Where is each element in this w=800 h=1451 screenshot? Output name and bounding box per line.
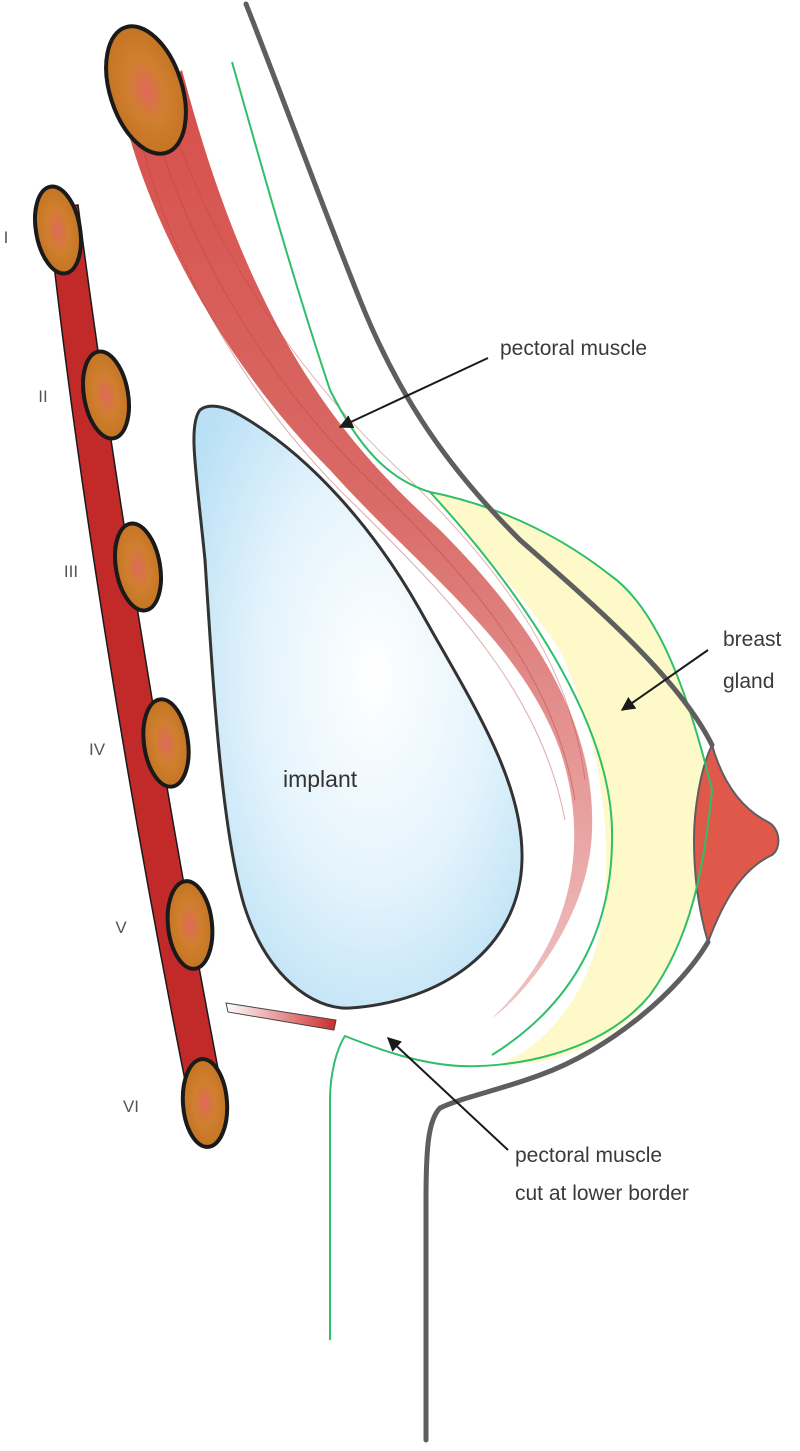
implant [192,404,524,1010]
rib-4 [141,697,191,789]
muscle-fiber-line [164,99,586,781]
rib-6 [180,1057,230,1149]
rib-2 [81,349,131,441]
rib-label-5: V [115,918,127,937]
pectoral-muscle-label: pectoral muscle [500,337,647,360]
chest-wall-band [47,204,227,1116]
nipple-areola [692,742,780,946]
breast-gland-label-line2: gland [723,670,774,693]
rib-1 [33,184,83,276]
cut-muscle-arrow [386,1037,509,1151]
ribs [33,24,230,1149]
skin-outline [243,1,715,1443]
cut-label-line1: pectoral muscle [515,1144,662,1167]
breast-gland [430,492,712,1065]
rib-5 [165,879,215,971]
rib-label-6: VI [123,1097,139,1116]
pectoral-muscle-arrow [338,357,489,429]
pectoral-muscle [125,70,593,1018]
implant-label: implant [283,766,358,792]
breast-gland-label-line1: breast [723,628,782,651]
rib-label-2: II [38,387,47,406]
rib-label-3: III [64,562,78,581]
fascia-inner-line [429,491,614,1056]
muscle-fiber-line [137,129,566,821]
breast-gland-arrow [620,649,709,711]
rib-top-oval [104,24,188,156]
cut-muscle-remnant [225,1002,337,1031]
cut-label-line2: cut at lower border [515,1182,689,1205]
rib-label-1: I [4,228,9,247]
muscle-fiber-line [149,109,576,801]
rib-3 [113,521,163,613]
rib-label-4: IV [89,740,106,759]
